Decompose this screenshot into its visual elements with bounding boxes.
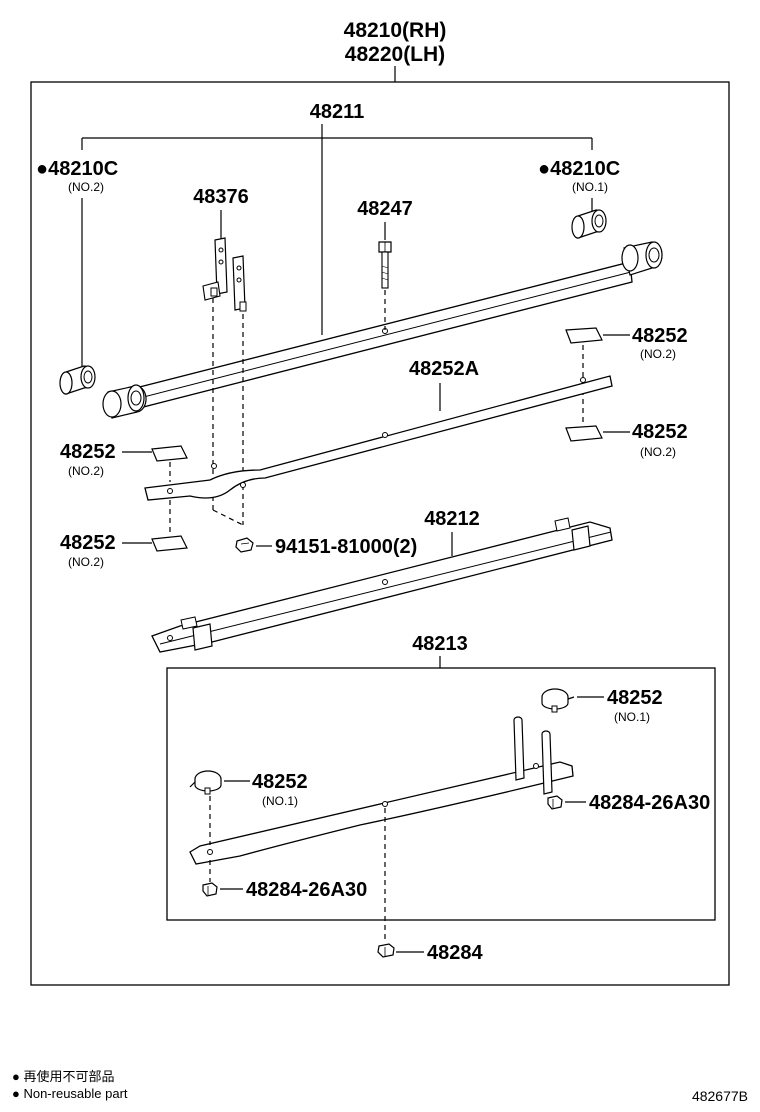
nut-48284 — [377, 943, 395, 958]
label-48212: 48212 — [424, 508, 480, 530]
legend-jp: ● 再使用不可部品 — [12, 1069, 114, 1084]
label-bush-right: ●48210C — [538, 158, 620, 180]
label-48376: 48376 — [193, 186, 249, 208]
bushing-left — [59, 365, 96, 395]
label-bush-left-sub: (NO.2) — [68, 180, 104, 194]
label-pad-r-bot: 48252 — [632, 421, 688, 443]
label-pad-inner-r: 48252 — [607, 687, 663, 709]
pad-right-bottom — [565, 425, 603, 442]
label-pad-l-top: 48252 — [60, 441, 116, 463]
clip-48376 — [202, 237, 247, 526]
label-pad-l-bot: 48252 — [60, 532, 116, 554]
label-48247: 48247 — [357, 198, 413, 220]
nut-inner-right — [547, 795, 563, 810]
label-pad-r-top-sub: (NO.2) — [640, 347, 676, 361]
label-bush-left: ●48210C — [36, 158, 118, 180]
frame-48213 — [166, 667, 716, 921]
title-lh: 48220(LH) — [345, 43, 445, 66]
leaf-48213 — [189, 716, 574, 865]
label-94151: 94151-81000(2) — [275, 536, 417, 558]
leaf-48252A — [144, 375, 613, 501]
label-pad-inner-l-sub: (NO.1) — [262, 794, 298, 808]
label-48252A: 48252A — [409, 358, 479, 380]
pad-left-top — [151, 445, 188, 462]
leaf-48212 — [151, 517, 613, 653]
label-nut-inner-l: 48284-26A30 — [246, 879, 367, 901]
label-48211: 48211 — [310, 101, 365, 123]
label-pad-r-bot-sub: (NO.2) — [640, 445, 676, 459]
outer-frame — [30, 81, 730, 986]
nut-inner-left — [202, 882, 218, 897]
diagram-code: 482677B — [692, 1088, 748, 1104]
title-rh: 48210(RH) — [344, 19, 447, 42]
label-nut-inner-r: 48284-26A30 — [589, 792, 710, 814]
legend-en: ● Non-reusable part — [12, 1086, 128, 1101]
label-pad-l-bot-sub: (NO.2) — [68, 555, 104, 569]
label-pad-r-top: 48252 — [632, 325, 688, 347]
pad-left-bottom — [151, 535, 188, 552]
label-48213: 48213 — [412, 633, 468, 655]
label-pad-inner-r-sub: (NO.1) — [614, 710, 650, 724]
pad-inner-left — [189, 770, 222, 795]
label-pad-inner-l: 48252 — [252, 771, 308, 793]
pad-inner-right — [541, 688, 575, 713]
main-leaf — [102, 241, 663, 419]
nut-94151 — [235, 537, 254, 553]
pad-right-top — [565, 327, 603, 344]
label-pad-l-top-sub: (NO.2) — [68, 464, 104, 478]
label-48284: 48284 — [427, 942, 483, 964]
bushing-right — [571, 209, 607, 239]
center-bolt-48247 — [378, 241, 392, 330]
label-bush-right-sub: (NO.1) — [572, 180, 608, 194]
